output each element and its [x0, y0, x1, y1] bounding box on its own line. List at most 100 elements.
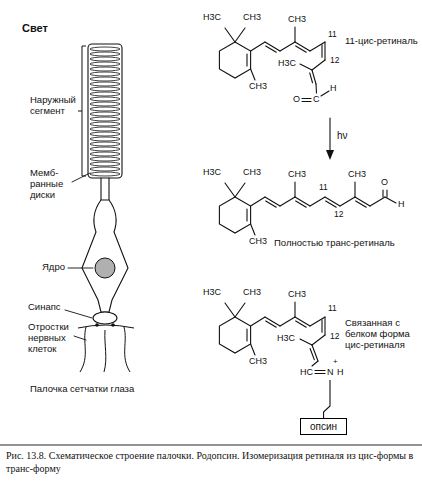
bond	[321, 91, 329, 96]
caption-rule	[0, 445, 422, 446]
methyl-bond	[294, 182, 295, 197]
chem-label: CH3	[243, 12, 261, 22]
methyl-bond	[251, 344, 255, 355]
membrane-disc	[90, 162, 120, 166]
double-bond	[302, 98, 311, 99]
ring-double-bond	[246, 329, 247, 341]
double-bond	[315, 373, 325, 374]
connecting-cilium	[100, 178, 101, 200]
synapse-dot	[95, 323, 99, 327]
arrow-head	[326, 150, 334, 160]
chem-label: H3C	[278, 58, 296, 68]
part-label: Мемб- ранные диски	[30, 168, 72, 201]
bond	[385, 197, 396, 203]
double-bond	[302, 101, 311, 102]
bond	[251, 42, 265, 51]
bond	[310, 42, 325, 51]
chem-label: H	[337, 367, 344, 377]
nerve-processes	[78, 325, 134, 372]
bond	[370, 197, 385, 206]
chem-label: 12	[330, 56, 339, 66]
leader-line	[74, 336, 86, 340]
membrane-disc	[90, 92, 120, 96]
chem-label: H3C	[277, 333, 295, 343]
chem-label: O	[381, 177, 388, 187]
membrane-disc	[90, 77, 120, 81]
double-bond	[321, 45, 322, 58]
membrane-disc	[90, 112, 120, 116]
nucleus	[95, 258, 115, 278]
chem-label: 11	[328, 304, 337, 314]
double-bond	[266, 46, 277, 52]
bond	[251, 197, 265, 206]
membrane-disc	[90, 147, 120, 151]
methyl-bond	[235, 303, 245, 317]
double-bond	[310, 348, 314, 359]
chem-label: CH3	[288, 14, 306, 24]
double-bond	[324, 317, 325, 335]
bond	[280, 317, 295, 326]
double-bond	[324, 42, 325, 60]
membrane-disc	[90, 97, 120, 101]
membrane-disc	[90, 47, 120, 51]
cell-body	[82, 200, 128, 312]
outer-segment	[88, 44, 122, 178]
membrane-disc	[90, 132, 120, 136]
methyl-bond	[225, 183, 235, 197]
chem-label: CH3	[243, 167, 261, 177]
chem-label: CH3	[288, 289, 306, 299]
part-label: Наружный сегмент	[30, 95, 78, 117]
figure-caption: Рис. 13.8. Схематическое строение палочк…	[6, 449, 416, 475]
methyl-bond	[235, 183, 245, 197]
ring-double-bond	[246, 54, 247, 66]
bond	[310, 317, 325, 326]
leader-line	[68, 268, 93, 269]
chem-label: 12	[334, 210, 343, 220]
protein-name: опсин	[310, 421, 337, 432]
chem-label: 11	[328, 30, 337, 40]
chem-label: H	[330, 83, 337, 93]
leader-line	[65, 310, 92, 318]
double-bond	[315, 370, 325, 371]
membrane-disc	[90, 57, 120, 61]
chem-label: hν	[337, 130, 348, 142]
double-bond	[356, 201, 367, 207]
bond	[312, 335, 325, 345]
methyl-bond	[294, 302, 295, 317]
membrane-disc	[90, 172, 120, 176]
double-bond	[321, 320, 322, 333]
leader-line	[72, 173, 90, 182]
bond	[340, 197, 355, 206]
methyl-bond	[294, 27, 295, 42]
part-label: Ядро	[42, 262, 65, 273]
chem-label: H3C	[203, 12, 221, 22]
synaptic-terminal	[93, 312, 117, 324]
double-bond	[266, 201, 277, 207]
double-bond	[296, 321, 307, 327]
membrane-disc	[90, 82, 120, 86]
membrane-disc	[90, 102, 120, 106]
membrane-disc	[90, 167, 120, 171]
cyclohexene-ring	[219, 197, 250, 233]
bond	[312, 361, 318, 366]
membrane-disc	[90, 52, 120, 56]
light-label: Свет	[22, 22, 48, 35]
membrane-disc	[90, 62, 120, 66]
chem-label: CH3	[348, 169, 366, 179]
membrane-disc	[90, 72, 120, 76]
bond	[312, 60, 325, 70]
chem-label: CH3	[249, 236, 267, 246]
methyl-bond	[251, 69, 255, 80]
chem-label: CH3	[243, 287, 261, 297]
double-bond	[386, 190, 387, 197]
membrane-disc	[90, 127, 120, 131]
chem-label: HC	[300, 367, 313, 377]
chem-label: 11	[319, 183, 328, 193]
chem-label: 12	[330, 332, 339, 342]
chem-label: CH3	[288, 169, 306, 179]
double-bond	[310, 73, 313, 83]
methyl-bond	[225, 303, 235, 317]
membrane-disc	[90, 157, 120, 161]
membrane-disc	[90, 152, 120, 156]
chem-label: O	[293, 94, 300, 104]
